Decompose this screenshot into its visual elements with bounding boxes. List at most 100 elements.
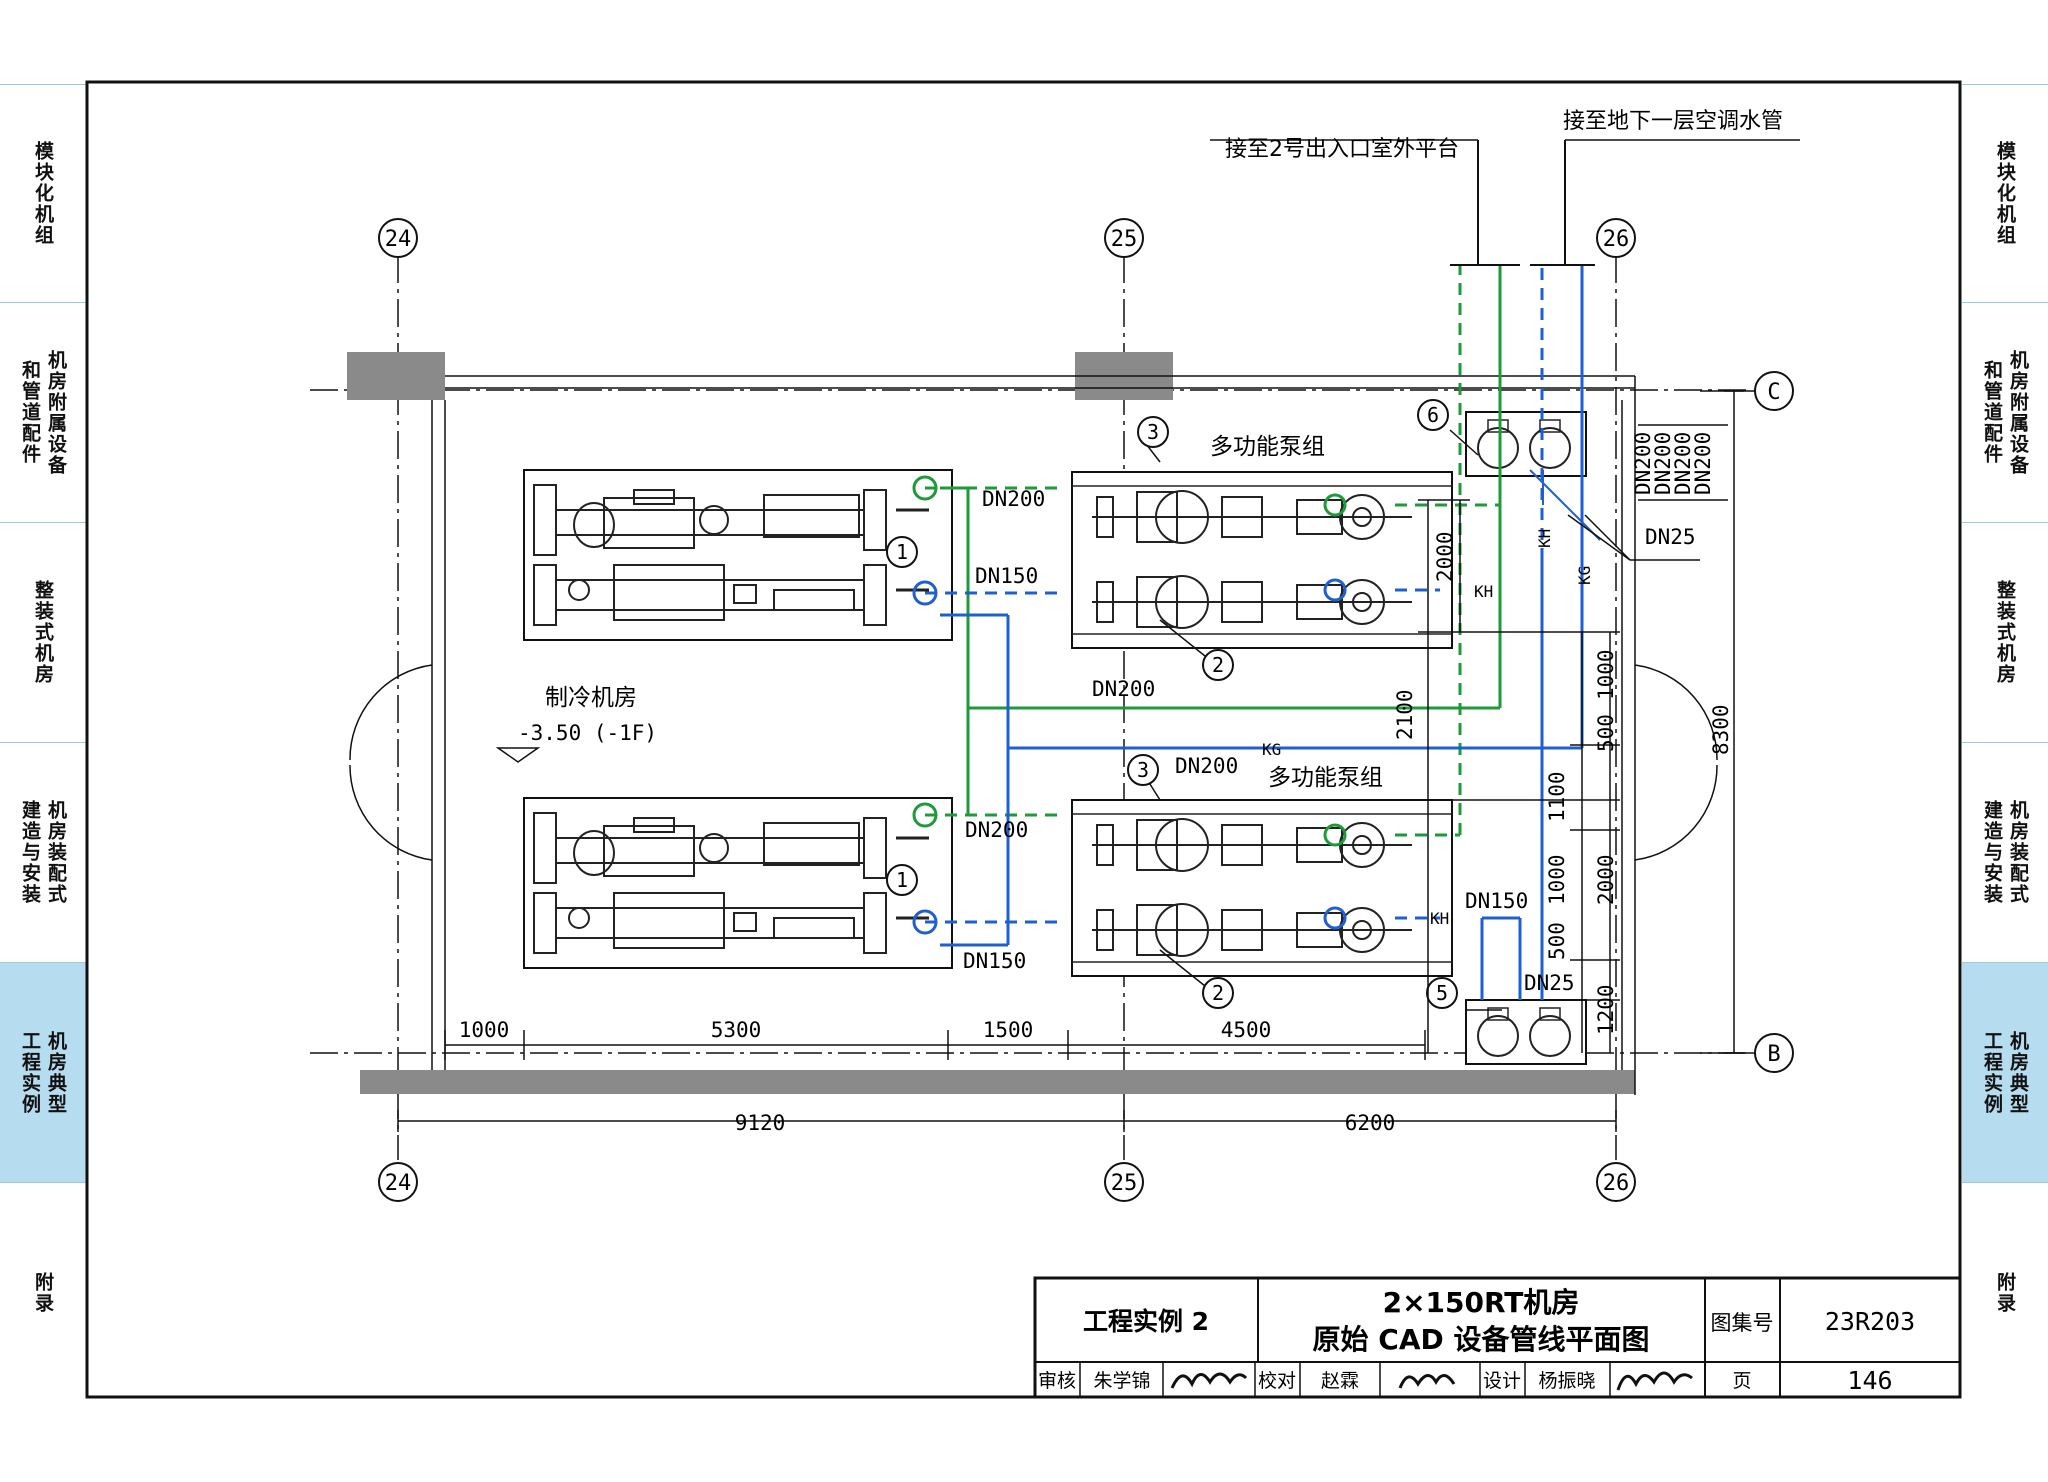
- tab-appendix[interactable]: 附录: [0, 1182, 86, 1402]
- svg-text:500: 500: [1594, 714, 1618, 752]
- column-24: [347, 352, 445, 400]
- tab-assembly[interactable]: 机房装配式建造与安装: [0, 742, 86, 962]
- label-dn25-a: DN25: [1524, 971, 1575, 995]
- pipe-labels: DN200 DN150 DN200 DN200 DN200 DN150 DN15…: [963, 424, 1728, 995]
- callouts: 1 1 2 2 3 3 5 6: [886, 399, 1458, 1009]
- axis-marker-26-top: [1596, 218, 1636, 258]
- tab-cases[interactable]: 机房典型工程实例: [0, 962, 86, 1182]
- door-left-upper: [349, 664, 433, 761]
- title-line-1: 2×150RT机房: [1383, 1286, 1580, 1319]
- callout-2-lower: [1202, 977, 1234, 1009]
- svg-text:4500: 4500: [1221, 1018, 1272, 1042]
- svg-text:3: 3: [1137, 758, 1149, 782]
- svg-text:1200: 1200: [1594, 984, 1618, 1035]
- doors: [349, 664, 1718, 861]
- label-kg-v: KG: [1575, 566, 1594, 585]
- svg-text:审核: 审核: [1038, 1370, 1076, 1392]
- floor-slab: [360, 1070, 1635, 1094]
- tab-fittings-right[interactable]: 机房附属设备和管道配件: [1962, 302, 2048, 522]
- label-kh-h2: KH: [1430, 909, 1449, 928]
- label-dn25-b: DN25: [1645, 525, 1696, 549]
- axis-marker-25-bottom: [1104, 1162, 1144, 1202]
- label-dn200-c: DN200: [1175, 754, 1238, 778]
- axis-marker-25-top: [1104, 218, 1144, 258]
- door-right-lower: [1634, 764, 1718, 861]
- svg-text:赵霖: 赵霖: [1321, 1370, 1359, 1392]
- svg-text:500: 500: [1545, 922, 1569, 960]
- axis-label-c: C: [1767, 380, 1780, 405]
- room-level: -3.50 (-1F): [518, 721, 657, 745]
- svg-text:朱学锦: 朱学锦: [1093, 1370, 1150, 1392]
- dimension-labels-right: 2000 2100 1000 500 1100 1000 2000 500 12…: [1393, 531, 1733, 1035]
- svg-text:杨振晓: 杨振晓: [1538, 1370, 1595, 1392]
- label-dn200-d: DN200: [965, 818, 1028, 842]
- label-dn200-v3: DN200: [1671, 432, 1695, 495]
- svg-text:设计: 设计: [1483, 1370, 1521, 1392]
- door-left-lower: [349, 764, 433, 861]
- label-dn200-b: DN200: [1092, 677, 1155, 701]
- svg-text:3: 3: [1147, 420, 1159, 444]
- tab-assembly-right[interactable]: 机房装配式建造与安装: [1962, 742, 2048, 962]
- door-right-upper: [1634, 664, 1718, 761]
- axis-label-25-top: 25: [1111, 227, 1138, 252]
- svg-text:页: 页: [1732, 1370, 1751, 1392]
- svg-text:6: 6: [1427, 403, 1439, 427]
- svg-text:1500: 1500: [983, 1018, 1034, 1042]
- axis-label-24-top: 24: [385, 227, 412, 252]
- leader-lines: [1142, 429, 1700, 1011]
- callout-2-upper: [1202, 649, 1234, 681]
- note-b1-ac-pipe: 接至地下一层空调水管: [1563, 109, 1783, 134]
- atlas-number: 23R203: [1825, 1307, 1915, 1336]
- axis-label-b: B: [1767, 1042, 1780, 1067]
- small-pump-6: [1465, 411, 1587, 477]
- axis-marker-24-bottom: [378, 1162, 418, 1202]
- svg-text:1000: 1000: [1545, 854, 1569, 905]
- break-marks: [1210, 139, 1800, 266]
- svg-text:1100: 1100: [1545, 771, 1569, 822]
- svg-text:2: 2: [1212, 653, 1224, 677]
- room-name: 制冷机房: [545, 685, 637, 711]
- axis-label-26-top: 26: [1603, 227, 1630, 252]
- axis-marker-26-bottom: [1596, 1162, 1636, 1202]
- svg-text:6200: 6200: [1345, 1111, 1396, 1135]
- tab-integrated[interactable]: 整装式机房: [0, 522, 86, 742]
- page-number: 146: [1847, 1366, 1892, 1395]
- room-walls: [347, 352, 1636, 1095]
- svg-text:校对: 校对: [1258, 1370, 1296, 1392]
- svg-text:2100: 2100: [1393, 689, 1417, 740]
- tab-modular-right[interactable]: 模块化机组: [1962, 84, 2048, 302]
- axis-label-24-bottom: 24: [385, 1171, 412, 1196]
- title-line-2: 原始 CAD 设备管线平面图: [1313, 1323, 1650, 1356]
- tab-fittings[interactable]: 机房附属设备和管道配件: [0, 302, 86, 522]
- svg-text:1000: 1000: [459, 1018, 510, 1042]
- svg-text:1000: 1000: [1594, 649, 1618, 700]
- callout-3-upper: [1137, 416, 1169, 448]
- callout-1-upper: [886, 536, 918, 568]
- tab-modular[interactable]: 模块化机组: [0, 84, 86, 302]
- callout-3-lower: [1127, 754, 1159, 786]
- svg-text:2000: 2000: [1594, 854, 1618, 905]
- sheet-frame: [85, 80, 1962, 1399]
- svg-text:8300: 8300: [1709, 704, 1733, 755]
- axis-label-26-bottom: 26: [1603, 1171, 1630, 1196]
- svg-text:1: 1: [896, 868, 908, 892]
- blue-pipes: [912, 265, 1601, 1000]
- svg-text:1: 1: [896, 540, 908, 564]
- pump-group-label-lower: 多功能泵组: [1268, 765, 1383, 791]
- label-dn200-v4: DN200: [1691, 432, 1715, 495]
- signature-designer: [1616, 1371, 1693, 1391]
- tab-appendix-right[interactable]: 附录: [1962, 1182, 2048, 1402]
- pump-group-label-upper: 多功能泵组: [1210, 434, 1325, 460]
- label-dn150-c: DN150: [1465, 889, 1528, 913]
- axis-marker-24-top: [378, 218, 418, 258]
- label-dn150-b: DN150: [963, 949, 1026, 973]
- signature-checker: [1398, 1374, 1456, 1389]
- svg-text:5: 5: [1436, 981, 1448, 1005]
- tab-cases-right[interactable]: 机房典型工程实例: [1962, 962, 2048, 1182]
- svg-text:2000: 2000: [1433, 531, 1457, 582]
- atlas-label: 图集号: [1711, 1311, 1774, 1335]
- tab-integrated-right[interactable]: 整装式机房: [1962, 522, 2048, 742]
- dimension-lines-right: [1418, 390, 1744, 1054]
- label-kg-h: KG: [1262, 740, 1281, 759]
